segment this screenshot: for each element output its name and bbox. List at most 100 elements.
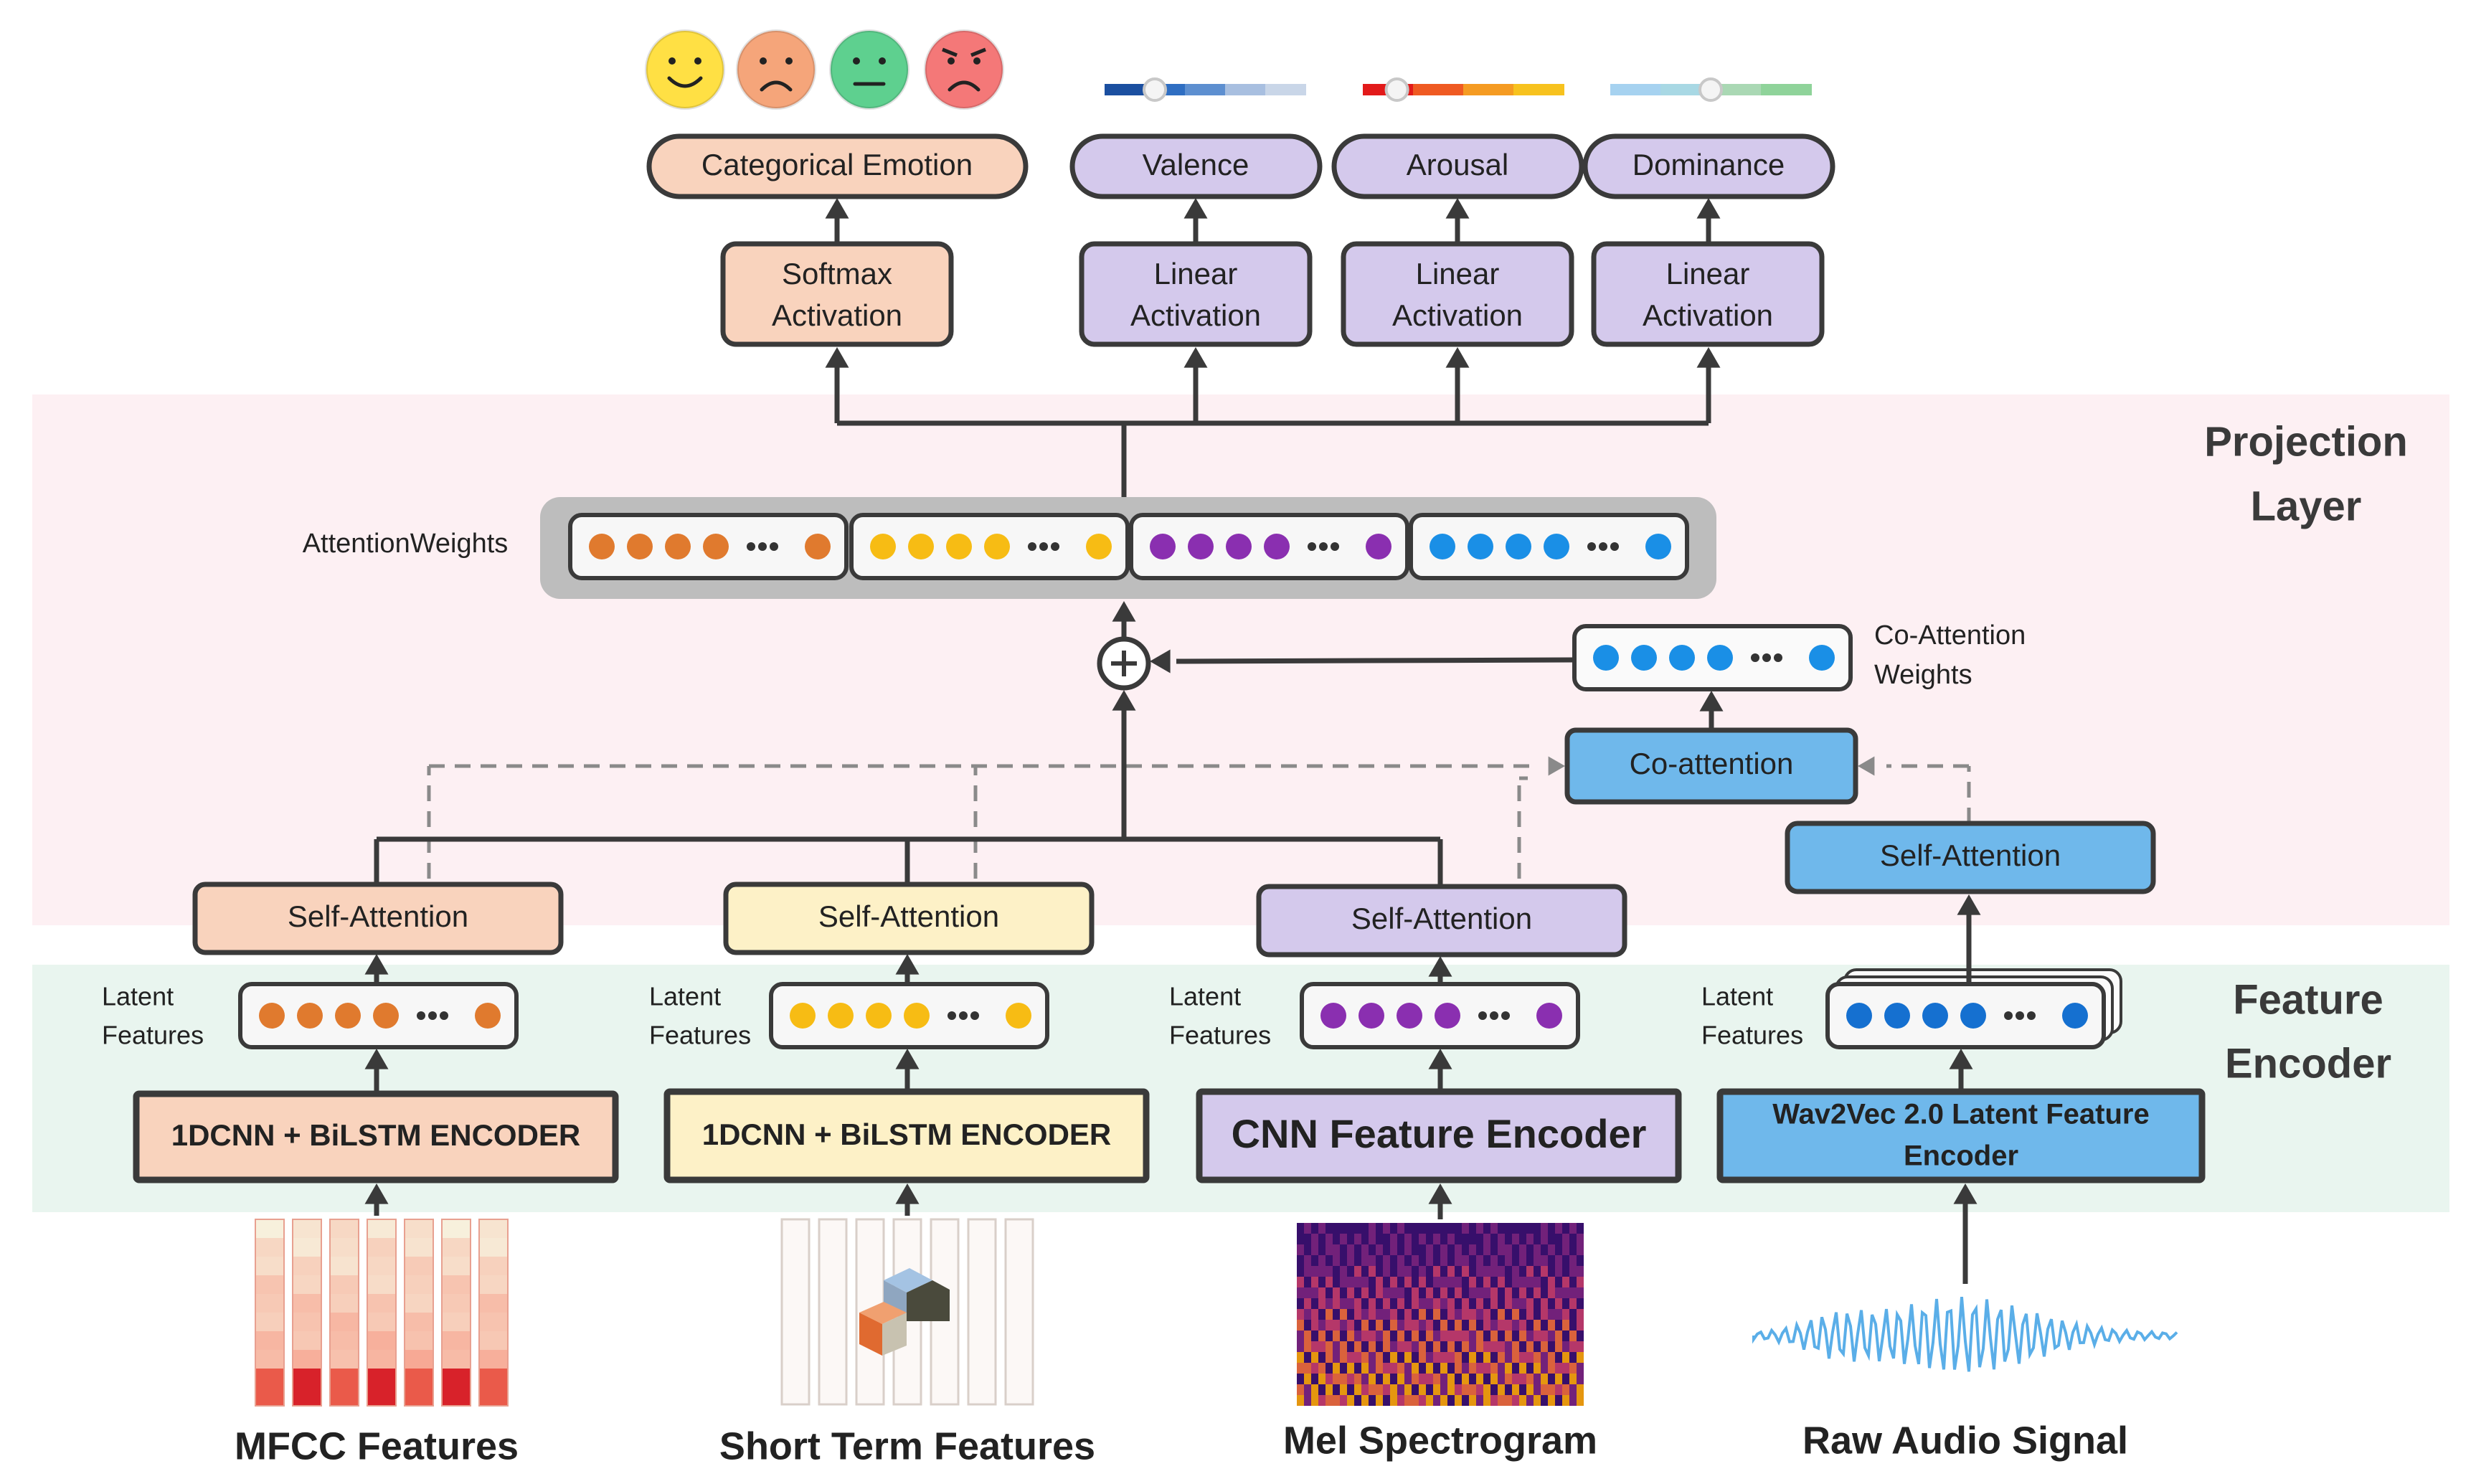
feature-encoder-title: Encoder [2225, 1040, 2391, 1087]
spectrogram-cell [1390, 1352, 1397, 1363]
spectrogram-cell [1397, 1374, 1404, 1384]
spectrogram-cell [1318, 1277, 1326, 1287]
spectrogram-cell [1512, 1331, 1519, 1341]
latent-features-mel-box [1300, 982, 1580, 1049]
spectrogram-cell [1569, 1244, 1577, 1255]
spectrogram-cell [1412, 1277, 1419, 1287]
spectrogram-cell [1541, 1331, 1548, 1341]
emoji-brow [942, 47, 958, 57]
spectrogram-cell [1548, 1255, 1555, 1266]
spectrogram-cell [1326, 1244, 1333, 1255]
spectrogram-cell [1505, 1374, 1512, 1384]
arrow-head [1428, 956, 1452, 977]
spectrogram-cell [1455, 1374, 1462, 1384]
spectrogram-cell [1383, 1363, 1390, 1374]
spectrogram-cell [1333, 1287, 1340, 1298]
spectrogram-cell [1426, 1234, 1433, 1244]
spectrogram-cell [1412, 1255, 1419, 1266]
spectrogram-cell [1534, 1287, 1541, 1298]
spectrogram-cell [1462, 1298, 1469, 1309]
spectrogram-cell [1498, 1374, 1505, 1384]
spectrogram-cell [1455, 1352, 1462, 1363]
spectrogram-cell [1390, 1363, 1397, 1374]
ellipsis-dot [1762, 653, 1771, 662]
dominance-slider-icon [1610, 77, 1812, 102]
spectrogram-cell [1462, 1223, 1469, 1234]
spectrogram-cell [1569, 1309, 1577, 1320]
spectrogram-cell [1440, 1255, 1447, 1266]
spectrogram-cell [1433, 1352, 1440, 1363]
spectrogram-cell [1333, 1331, 1340, 1341]
heat-cell [255, 1238, 284, 1257]
ellipsis-dot [747, 542, 755, 551]
spectrogram-cell [1340, 1234, 1347, 1244]
spectrogram-cell [1569, 1395, 1577, 1406]
spectrogram-cell [1548, 1352, 1555, 1363]
spectrogram-cell [1505, 1255, 1512, 1266]
spectrogram-cell [1397, 1331, 1404, 1341]
spectrogram-cell [1433, 1255, 1440, 1266]
arrow-head [1696, 198, 1721, 219]
spectrogram-cell [1483, 1352, 1490, 1363]
feature-dot [1809, 645, 1835, 671]
spectrogram-cell [1426, 1331, 1433, 1341]
spectrogram-cell [1397, 1395, 1404, 1406]
spectrogram-cell [1419, 1395, 1426, 1406]
spectrogram-cell [1440, 1244, 1447, 1255]
spectrogram-cell [1404, 1266, 1412, 1277]
spectrogram-cell [1383, 1234, 1390, 1244]
spectrogram-cell [1419, 1309, 1426, 1320]
feature-dot [1468, 534, 1493, 559]
spectrogram-cell [1562, 1277, 1569, 1287]
spectrogram-cell [1433, 1374, 1440, 1384]
spectrogram-cell [1512, 1363, 1519, 1374]
heat-cell [367, 1350, 396, 1369]
spectrogram-cell [1577, 1352, 1584, 1363]
spectrogram-cell [1519, 1277, 1526, 1287]
heat-cell [255, 1294, 284, 1313]
spectrogram-cell [1376, 1298, 1383, 1309]
spectrogram-cell [1526, 1266, 1534, 1277]
spectrogram-cell [1541, 1374, 1548, 1384]
spectrogram-cell [1519, 1384, 1526, 1395]
spectrogram-cell [1383, 1298, 1390, 1309]
spectrogram-cell [1433, 1395, 1440, 1406]
spectrogram-cell [1440, 1277, 1447, 1287]
emoji-eye [879, 57, 886, 65]
spectrogram-cell [1376, 1384, 1383, 1395]
spectrogram-cell [1404, 1341, 1412, 1352]
heat-cell [255, 1219, 284, 1239]
spectrogram-cell [1311, 1374, 1318, 1384]
spectrogram-cell [1304, 1287, 1311, 1298]
spectrogram-cell [1390, 1298, 1397, 1309]
spectrogram-cell [1347, 1266, 1354, 1277]
ellipsis-dot [1751, 653, 1759, 662]
ellipsis-dot [1039, 542, 1048, 551]
spectrogram-cell [1476, 1320, 1483, 1331]
slider-track-segment [1711, 84, 1762, 95]
spectrogram-cell [1318, 1287, 1326, 1298]
heat-strip-outline [329, 1219, 359, 1407]
spectrogram-cell [1498, 1234, 1505, 1244]
feature-dot [805, 534, 831, 559]
feature-dot [1506, 534, 1531, 559]
heat-cell [330, 1219, 359, 1239]
feature-dot [828, 1003, 854, 1029]
spectrogram-cell [1354, 1331, 1361, 1341]
spectrogram-cell [1390, 1266, 1397, 1277]
spectrogram-cell [1541, 1234, 1548, 1244]
spectrogram-cell [1490, 1341, 1498, 1352]
spectrogram-cell [1483, 1298, 1490, 1309]
spectrogram-cell [1376, 1234, 1383, 1244]
spectrogram-cell [1462, 1320, 1469, 1331]
spectrogram-cell [1555, 1223, 1562, 1234]
spectrogram-cell [1505, 1234, 1512, 1244]
spectrogram-cell [1548, 1363, 1555, 1374]
arrow-head [1112, 690, 1136, 711]
spectrogram-cell [1361, 1266, 1369, 1277]
spectrogram-cell [1512, 1234, 1519, 1244]
spectrogram-cell [1318, 1298, 1326, 1309]
heat-cell [255, 1331, 284, 1351]
arrow-head [1112, 601, 1136, 622]
